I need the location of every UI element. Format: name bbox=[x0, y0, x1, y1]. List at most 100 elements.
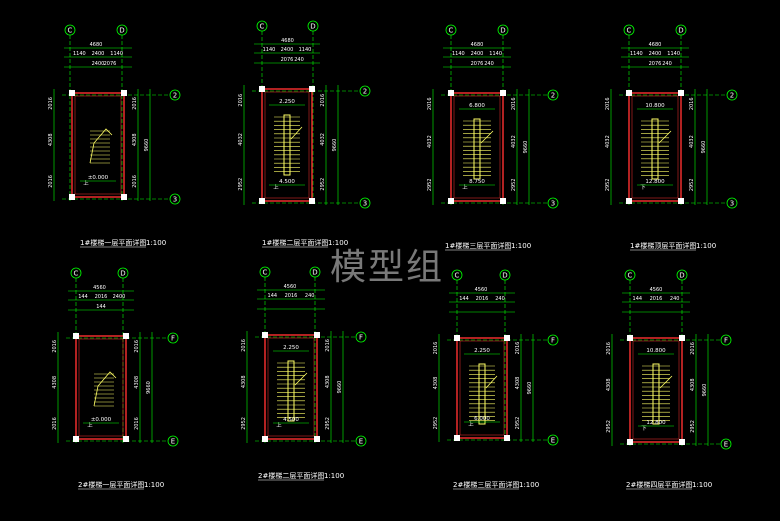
stair-wall bbox=[75, 335, 127, 440]
axis-side-1-label: F bbox=[359, 334, 363, 342]
stair-wall bbox=[628, 92, 682, 202]
axis-side-2-bubble bbox=[169, 193, 181, 205]
dimension-side-left: 4308 bbox=[52, 376, 58, 389]
axis-side-1-bubble bbox=[726, 89, 738, 101]
plan-caption: 2#楼梯二层平面详图 bbox=[258, 471, 324, 480]
level-elevation-text: 12.800 bbox=[646, 420, 666, 426]
dimension-side-right: 2952 bbox=[325, 417, 331, 430]
dimension-side-right: 2952 bbox=[689, 178, 695, 191]
dimension-side-left: 2016 bbox=[52, 417, 58, 430]
dimension-side-left: 2952 bbox=[433, 417, 439, 430]
stair-well bbox=[473, 118, 481, 180]
axis-side-1-label: 2 bbox=[551, 92, 555, 100]
section-break-line bbox=[294, 372, 308, 386]
dimension-side-left: 4308 bbox=[48, 133, 54, 146]
axis-side-2-bubble bbox=[720, 438, 732, 450]
stair-direction-label: 上 bbox=[273, 183, 279, 191]
dimension-segment: 240 bbox=[305, 293, 315, 299]
watermark-text: 模型组 bbox=[330, 247, 445, 288]
dimension-segment: 1140 bbox=[630, 51, 643, 57]
axis-side-1-label: F bbox=[724, 337, 728, 345]
axis-d-label: D bbox=[120, 270, 125, 278]
dimension-side-right: 2952 bbox=[511, 178, 517, 191]
dimension-side-left: 2016 bbox=[48, 97, 54, 110]
dimension-segment: 2016 bbox=[476, 296, 489, 302]
level-elevation-text: 2.250 bbox=[474, 348, 490, 354]
stair-wall bbox=[264, 334, 318, 440]
dimension-side-left: 2016 bbox=[606, 342, 612, 355]
level-elevation-text: 2.250 bbox=[279, 99, 295, 105]
dimension-segment: 1140 bbox=[263, 47, 276, 53]
dimension-side-left: 2952 bbox=[427, 178, 433, 191]
dimension-segment: 2016 bbox=[285, 293, 298, 299]
dimension-side-left: 2016 bbox=[427, 97, 433, 110]
dimension-segment: 144 bbox=[268, 293, 278, 299]
dimension-side-right: 4032 bbox=[511, 135, 517, 148]
axis-d-label: D bbox=[678, 27, 683, 35]
axis-side-2-label: E bbox=[171, 438, 175, 446]
dimension-total: 4680 bbox=[471, 42, 484, 48]
column bbox=[448, 90, 454, 96]
axis-side-2-bubble bbox=[547, 197, 559, 209]
axis-c-label: C bbox=[628, 272, 633, 280]
dimension-segment: 1140 bbox=[110, 51, 123, 57]
stair-wall-inner bbox=[631, 95, 679, 199]
dimension-segment: 1140 bbox=[299, 47, 312, 53]
axis-side-1-bubble bbox=[547, 334, 559, 346]
dimension-side-left: 4032 bbox=[427, 135, 433, 148]
axis-c-label: C bbox=[74, 270, 79, 278]
column bbox=[626, 198, 632, 204]
axis-side-2-label: 3 bbox=[730, 200, 734, 208]
dimension-side-total: 9660 bbox=[523, 141, 529, 154]
dimension-side-right: 4308 bbox=[690, 378, 696, 391]
axis-side-2-label: 3 bbox=[363, 200, 367, 208]
column bbox=[679, 335, 685, 341]
axis-side-1-label: 2 bbox=[363, 88, 367, 96]
dimension-side-right: 2016 bbox=[325, 339, 331, 352]
dimension-segment: 240 bbox=[662, 61, 672, 67]
dimension-segment: 2400 bbox=[92, 61, 105, 67]
stair-wall bbox=[629, 337, 683, 443]
dimension-segment: 240 bbox=[670, 296, 680, 302]
column bbox=[309, 86, 315, 92]
dimension-segment: 144 bbox=[459, 296, 469, 302]
dimension-side-left: 2952 bbox=[241, 417, 247, 430]
stair-direction-label: 上 bbox=[276, 421, 282, 429]
axis-d-label: D bbox=[119, 27, 124, 35]
section-break-line bbox=[290, 126, 303, 140]
plan-scale: 1:100 bbox=[519, 481, 539, 489]
plan-scale: 1:100 bbox=[328, 239, 348, 247]
column bbox=[678, 90, 684, 96]
dimension-side-left: 2952 bbox=[605, 178, 611, 191]
column bbox=[448, 198, 454, 204]
dimension-segment: 1140 bbox=[667, 51, 680, 57]
stair-wall-inner bbox=[74, 95, 122, 195]
plan-caption: 2#楼梯一层平面详图 bbox=[78, 480, 144, 489]
column bbox=[123, 436, 129, 442]
axis-side-1-bubble bbox=[355, 331, 367, 343]
dimension-side-right: 2016 bbox=[511, 97, 517, 110]
stair-wall-inner bbox=[78, 338, 124, 437]
plan-scale: 1:100 bbox=[144, 481, 164, 489]
dimension-side-total: 9660 bbox=[527, 382, 533, 395]
axis-side-1-label: F bbox=[551, 337, 555, 345]
axis-c-label: C bbox=[263, 269, 268, 277]
dimension-segment: 2016 bbox=[650, 296, 663, 302]
dimension-segment: 2400 bbox=[113, 294, 126, 300]
dimension-segment: 144 bbox=[96, 304, 106, 310]
dimension-total: 4560 bbox=[650, 287, 663, 293]
column bbox=[123, 333, 129, 339]
dimension-side-right: 4032 bbox=[689, 135, 695, 148]
dimension-side-left: 2016 bbox=[605, 97, 611, 110]
section-break-line bbox=[658, 130, 672, 144]
dimension-segment: 2400 bbox=[281, 47, 294, 53]
plan-caption: 1#楼梯一层平面详图 bbox=[80, 238, 146, 247]
dimension-side-right: 2016 bbox=[515, 342, 521, 355]
dimension-side-total: 9660 bbox=[332, 139, 338, 152]
dimension-side-left: 2016 bbox=[52, 340, 58, 353]
